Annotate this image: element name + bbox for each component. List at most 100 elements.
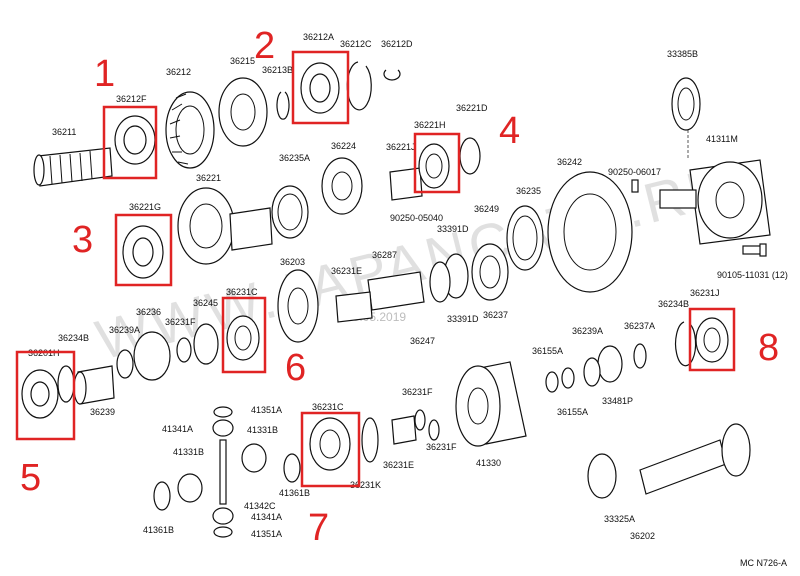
label-33391D-a: 33391D (437, 224, 469, 234)
label-41361B-b: 41361B (143, 525, 174, 535)
label-36202: 36202 (630, 531, 655, 541)
label-36215: 36215 (230, 56, 255, 66)
label-33391D-b: 33391D (447, 314, 479, 324)
part-36215-hub (218, 77, 268, 147)
part-41342C-shaft (219, 439, 227, 505)
label-90105: 90105-11031 (12) (717, 270, 788, 280)
callout-numbers: 1 2 3 4 5 6 7 8 (20, 25, 779, 549)
part-36236-gear (133, 331, 171, 381)
callout-4: 4 (499, 110, 520, 152)
label-33325A: 33325A (604, 514, 635, 524)
part-41351A-washers (213, 406, 233, 538)
part-36203-gear (277, 269, 319, 343)
label-36221G: 36221G (129, 202, 161, 212)
label-36231E-a: 36231E (331, 266, 362, 276)
highlight-box-5 (15, 350, 76, 441)
highlight-box-4 (413, 132, 461, 194)
callout-5: 5 (20, 457, 41, 499)
label-36211: 36211 (52, 127, 76, 137)
callout-2: 2 (254, 25, 275, 67)
label-90250-05040: 90250-05040 (390, 213, 443, 223)
part-36221H-bearing (418, 143, 450, 189)
highlight-box-7 (300, 411, 361, 488)
label-36231C-b: 36231C (312, 402, 344, 412)
label-36287: 36287 (372, 250, 397, 260)
callout-1: 1 (94, 53, 115, 95)
part-36231C-bearing-7 (309, 417, 351, 471)
label-36203: 36203 (280, 257, 305, 267)
highlight-box-2 (291, 50, 350, 125)
label-36245: 36245 (193, 298, 218, 308)
label-36231F-a: 36231F (165, 317, 196, 327)
label-36237A: 36237A (624, 321, 655, 331)
highlight-box-8 (688, 307, 736, 372)
label-33385B: 33385B (667, 49, 698, 59)
label-36231F-c: 36231F (426, 442, 457, 452)
part-36212-gear (165, 91, 215, 169)
part-33385B-seal (671, 77, 701, 131)
part-36231F-rings-b (414, 409, 440, 441)
part-36221J-bearing (389, 167, 423, 201)
label-36212A: 36212A (303, 32, 334, 42)
label-36247: 36247 (410, 336, 435, 346)
label-36231K: 36231K (350, 480, 381, 490)
label-36221D: 36221D (456, 103, 488, 113)
callout-3: 3 (72, 219, 93, 261)
part-41330-housing (455, 361, 527, 447)
part-36221D-ring (459, 137, 481, 175)
label-36231C-a: 36231C (226, 287, 258, 297)
label-36221J: 36221J (386, 142, 416, 152)
part-36212C-snap-ring (346, 61, 372, 111)
label-36236: 36236 (136, 307, 161, 317)
part-33391D-rings (429, 253, 469, 303)
part-41311M-diff-case (659, 130, 771, 245)
label-36221: 36221 (196, 173, 221, 183)
part-41361B-washers (153, 453, 301, 511)
part-41331B-gear (177, 443, 267, 503)
part-36155A-washers (545, 367, 575, 393)
label-36213B: 36213B (262, 65, 293, 75)
label-36234B-a: 36234B (58, 333, 89, 343)
part-36237A-ring (633, 343, 647, 369)
part-36234B-snap (674, 321, 697, 367)
label-36239A-a: 36239A (109, 325, 140, 335)
part-36231J-bearing (695, 317, 729, 363)
label-36212D: 36212D (381, 39, 413, 49)
label-41331B-b: 41331B (173, 447, 204, 457)
label-36231J: 36231J (690, 288, 720, 298)
label-36235A: 36235A (279, 153, 310, 163)
part-41341A-pinions (212, 419, 234, 525)
highlight-box-3 (114, 213, 173, 287)
label-36231E-b: 36231E (383, 460, 414, 470)
label-36239A-b: 36239A (572, 326, 603, 336)
highlight-box-6 (221, 296, 267, 374)
part-36221G-bearing (122, 225, 164, 279)
label-36221H: 36221H (414, 120, 446, 130)
drawing-code: MC N726-A (740, 558, 787, 568)
part-labels: 36211 36212F 36212 36215 36213B 36212A 3… (28, 32, 788, 568)
label-36249: 36249 (474, 204, 499, 214)
part-36221-counter-gear (177, 187, 273, 265)
label-36239: 36239 (90, 407, 115, 417)
callout-6: 6 (285, 347, 306, 389)
part-36239A-washer (116, 349, 134, 379)
label-36224: 36224 (331, 141, 356, 151)
label-41361B-a: 41361B (279, 488, 310, 498)
label-41330: 41330 (476, 458, 501, 468)
part-90250-06017-pin (631, 179, 639, 193)
part-36213B-ring (276, 91, 290, 120)
label-36235: 36235 (516, 186, 541, 196)
part-36239A-washer-b (597, 345, 623, 383)
part-36245-hub (193, 323, 219, 365)
label-36212: 36212 (166, 67, 191, 77)
label-36155A-a: 36155A (532, 346, 563, 356)
part-33481P-ring (583, 357, 601, 387)
part-36234B-ring (57, 365, 75, 403)
part-36212A-bearing (300, 62, 340, 114)
label-41351A-b: 41351A (251, 529, 282, 539)
part-36235-sleeve (506, 205, 544, 271)
label-41331B-a: 41331B (247, 425, 278, 435)
part-36202-output-shaft (639, 423, 751, 495)
label-90250-06017: 90250-06017 (608, 167, 661, 177)
